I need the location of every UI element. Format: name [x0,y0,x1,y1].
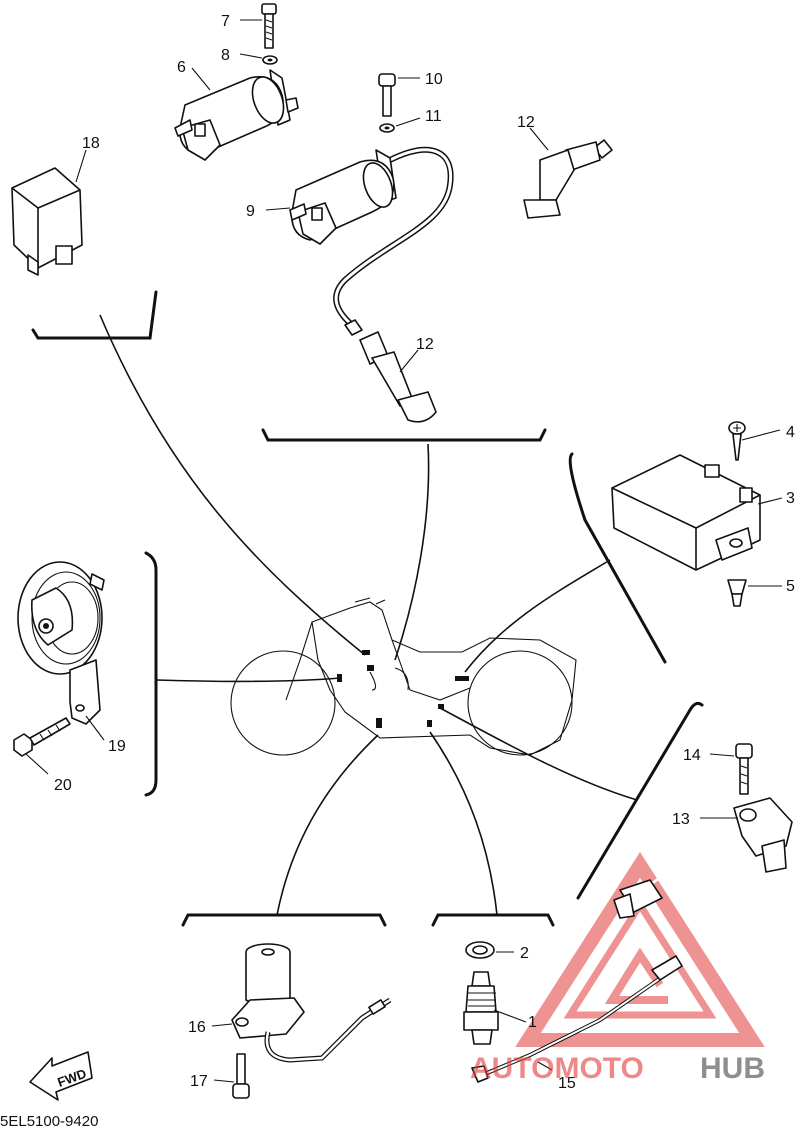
neutral-switch-1 [463,971,499,1045]
washer-8 [262,55,278,65]
callout-11: 11 [425,108,442,125]
spark-plug-cap-12-upper [523,139,613,219]
callout-19: 19 [108,738,126,755]
bolt-20 [13,717,71,757]
callout-15: 15 [558,1075,576,1092]
callout-10: 10 [425,71,443,88]
servo-motor-16 [231,943,392,1063]
grommet-5 [727,579,747,607]
screw-4 [728,421,746,461]
washer-11 [379,123,395,133]
callout-5: 5 [786,578,795,595]
ignition-coil-group [287,25,659,328]
callout-16: 16 [188,1019,206,1036]
sensor-lead-15 [471,955,683,1083]
callout-7: 7 [221,13,230,30]
motorcycle-silhouette [230,597,577,756]
ignition-coil-9 [289,149,397,245]
callout-12-lower: 12 [416,336,434,353]
callout-numbers: 7 8 6 10 11 12 18 9 12 4 3 5 19 20 14 13… [54,13,795,1092]
bolt-14 [735,743,753,795]
bolt-7 [261,3,277,49]
connector-lines [99,314,638,916]
callout-9: 9 [246,203,255,220]
group-brackets [31,290,704,927]
callout-12-upper: 12 [517,114,535,131]
relay-18 [11,167,83,276]
callout-20: 20 [54,777,72,794]
callout-6: 6 [177,59,186,76]
ignition-coil-6 [174,69,299,161]
callout-14: 14 [683,747,701,764]
diagram-code: 5EL5100-9420 [0,1113,98,1129]
connection-points [337,650,469,728]
speed-sensor-13 [613,797,793,919]
bolt-10 [378,73,396,117]
washer-2 [465,941,495,959]
callout-8: 8 [221,47,230,64]
callout-3: 3 [786,490,795,507]
callout-18: 18 [82,135,100,152]
fwd-arrow-icon [29,1051,93,1101]
horn-19 [17,561,105,725]
callout-17: 17 [190,1073,208,1090]
callout-2: 2 [520,945,529,962]
callout-13: 13 [672,811,690,828]
spark-plug-cap-12-lower [344,319,437,423]
callout-4: 4 [786,424,795,441]
bolt-17 [232,1053,250,1099]
watermark-text-a: AUTOMOTO [470,1052,644,1085]
watermark-text: AUTOMOTO HUB [470,1052,765,1085]
watermark-text-b: HUB [700,1052,765,1085]
leader-lines [25,19,783,1083]
cdi-unit-3 [611,454,761,571]
callout-1: 1 [528,1014,537,1031]
